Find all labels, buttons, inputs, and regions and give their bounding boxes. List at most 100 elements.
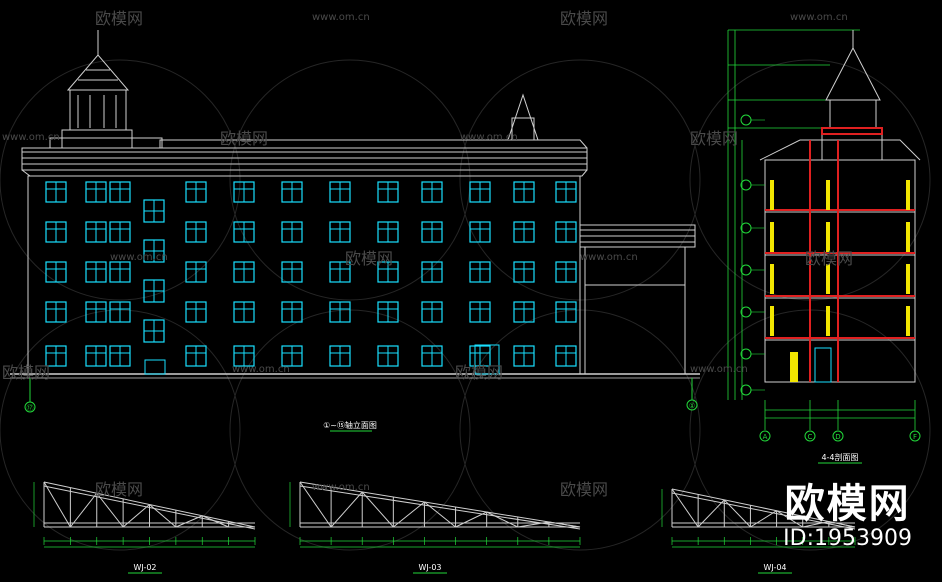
window — [513, 221, 535, 243]
brand-badge: 欧模网 ID:1953909 — [783, 482, 912, 552]
stair-window — [143, 199, 165, 223]
window — [85, 301, 107, 323]
truss-wj04 — [671, 488, 856, 530]
truss-diagonal — [548, 521, 581, 528]
window — [281, 181, 303, 203]
window — [329, 301, 351, 323]
stair-window — [143, 279, 165, 303]
window — [469, 345, 491, 367]
window — [329, 261, 351, 283]
window — [233, 221, 255, 243]
truss-top-chord — [299, 485, 581, 530]
window — [421, 345, 443, 367]
window — [281, 261, 303, 283]
truss-diagonal — [361, 491, 394, 528]
watermark-brand: 欧模网 — [690, 129, 738, 148]
truss-title-wj03: WJ-03 — [418, 563, 441, 572]
window — [281, 301, 303, 323]
window — [45, 345, 67, 367]
section-axis-label: A — [763, 433, 768, 441]
section-columns — [770, 180, 910, 382]
section-axis-label: F — [913, 433, 917, 441]
window — [281, 345, 303, 367]
window — [233, 261, 255, 283]
section-level-markers — [740, 114, 765, 396]
window — [513, 261, 535, 283]
level-bubble — [740, 306, 752, 318]
window — [555, 261, 577, 283]
window — [109, 261, 131, 283]
window — [329, 181, 351, 203]
truss-diagonal — [43, 481, 71, 528]
truss-drawings — [33, 481, 856, 548]
window — [555, 221, 577, 243]
window — [109, 181, 131, 203]
watermark-brand: 欧模网 — [95, 480, 143, 499]
window — [469, 301, 491, 323]
truss-diagonal — [517, 521, 549, 528]
stair-window — [143, 239, 165, 263]
truss-diagonal — [330, 491, 363, 528]
window — [185, 301, 207, 323]
truss-diagonal — [802, 521, 829, 528]
watermark-site: www.om.cn — [790, 12, 848, 23]
level-bubble — [740, 179, 752, 191]
truss-diagonal — [69, 492, 98, 528]
window — [513, 301, 535, 323]
window — [329, 345, 351, 367]
watermark-brand: 欧模网 — [560, 9, 608, 28]
watermark-site: www.om.cn — [690, 364, 748, 375]
watermark-site: www.om.cn — [312, 482, 370, 493]
truss-diagonal — [122, 504, 150, 528]
window — [185, 221, 207, 243]
section-title: 4-4剖面图 — [821, 452, 858, 462]
watermark-site: www.om.cn — [232, 364, 290, 375]
window — [281, 221, 303, 243]
level-bubble — [740, 264, 752, 276]
watermark-site: www.om.cn — [580, 252, 638, 263]
truss-diagonal — [776, 510, 803, 528]
truss-diagonal — [828, 521, 856, 528]
window — [45, 181, 67, 203]
window — [421, 221, 443, 243]
watermark-brand: 欧模网 — [560, 480, 608, 499]
elevation-roof — [21, 30, 588, 177]
watermark-site: www.om.cn — [312, 12, 370, 23]
level-bubble — [740, 114, 752, 126]
window — [45, 261, 67, 283]
truss-top-chord — [671, 492, 856, 530]
window — [109, 345, 131, 367]
truss-diagonal — [723, 499, 751, 528]
section-dimensions — [727, 29, 916, 430]
window — [185, 181, 207, 203]
window — [185, 261, 207, 283]
window — [85, 181, 107, 203]
window — [45, 221, 67, 243]
watermark-brand: 欧模网 — [805, 249, 853, 268]
entrance-door — [144, 359, 166, 375]
window — [85, 345, 107, 367]
truss-diagonal — [455, 511, 487, 528]
truss-wj03 — [299, 481, 581, 530]
truss-diagonal — [750, 510, 777, 528]
window — [85, 261, 107, 283]
truss-diagonal — [424, 501, 456, 528]
window — [513, 345, 535, 367]
window — [555, 181, 577, 203]
window — [421, 301, 443, 323]
truss-wj02-dims — [33, 482, 256, 548]
window — [377, 261, 399, 283]
window — [233, 301, 255, 323]
truss-wj03-dims — [289, 482, 581, 548]
window — [109, 221, 131, 243]
window — [421, 261, 443, 283]
watermark-brand: 欧模网 — [345, 249, 393, 268]
watermark-site: www.om.cn — [2, 132, 60, 143]
window — [469, 261, 491, 283]
window — [421, 181, 443, 203]
truss-wj04-dims — [661, 489, 856, 548]
truss-diagonal — [393, 501, 425, 528]
watermark-brand: 欧模网 — [95, 9, 143, 28]
section-axis-label: C — [808, 433, 813, 441]
